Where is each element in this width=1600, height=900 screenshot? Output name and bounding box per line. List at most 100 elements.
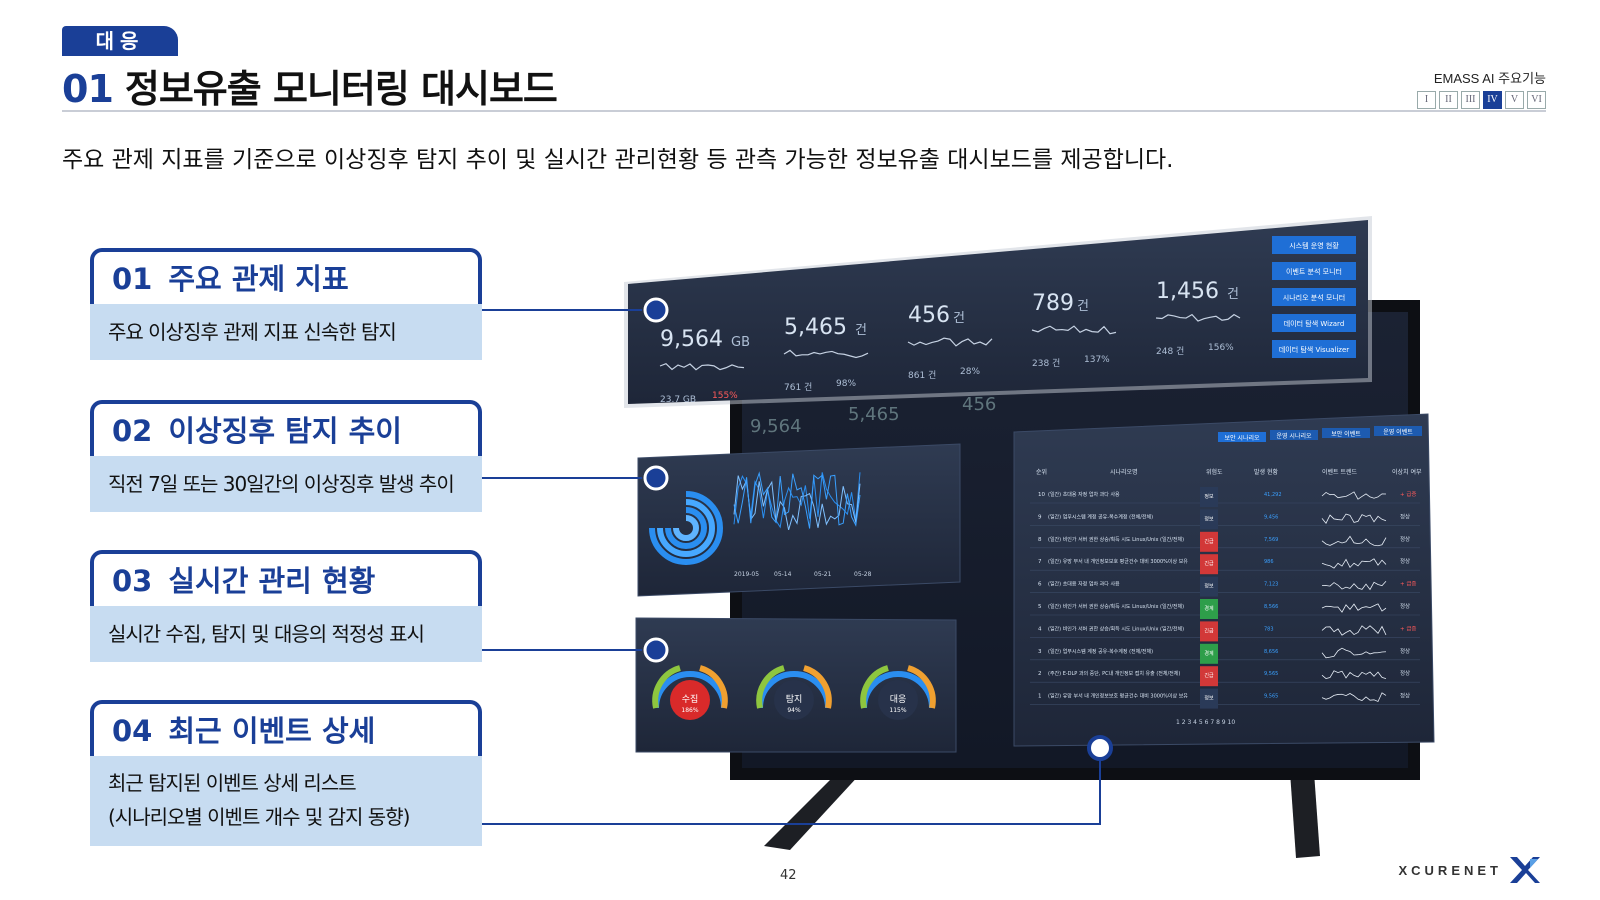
feature-card-title: 최근 이벤트 상세 bbox=[168, 714, 376, 748]
connector-dot-4 bbox=[1087, 735, 1113, 761]
table-cell-level-badge bbox=[1200, 576, 1218, 597]
connector-dot-3 bbox=[643, 637, 669, 663]
table-cell-count: 7,569 bbox=[1264, 537, 1278, 543]
trend-line bbox=[733, 475, 861, 531]
trend-date-label: 2019-05 bbox=[734, 571, 759, 578]
feature-card-body: 직전 7일 또는 30일간의 이상징후 발생 추이 bbox=[90, 456, 482, 512]
table-pagination: 1 2 3 4 5 6 7 8 9 10 bbox=[1176, 719, 1235, 726]
table-cell-trend bbox=[1321, 558, 1387, 569]
table-tab bbox=[1270, 430, 1318, 440]
connector-dot-2 bbox=[643, 465, 669, 491]
kpi-unit: GB bbox=[731, 335, 750, 350]
table-cell-count: 9,565 bbox=[1264, 694, 1278, 700]
trend-date-label: 05-21 bbox=[814, 571, 832, 578]
pager-item-2: II bbox=[1439, 91, 1458, 109]
table-tab-label: 운영 이벤트 bbox=[1383, 428, 1413, 436]
table-cell-name: (일간) 비인가 서버 권한 상승/획득 시도 Linux/Unix (일간/전… bbox=[1048, 625, 1184, 632]
ghost-kpi-2: 5,465 bbox=[848, 404, 900, 425]
dashboard-menu-button bbox=[1272, 236, 1356, 254]
table-cell-rank: 8 bbox=[1038, 537, 1042, 543]
kpi-sparkline bbox=[659, 363, 745, 371]
feature-card-body: 실시간 수집, 탐지 및 대응의 적정성 표시 bbox=[90, 606, 482, 662]
donut-ring bbox=[657, 499, 715, 557]
feature-card-title: 이상징후 탐지 추이 bbox=[168, 414, 402, 448]
table-cell-rank: 9 bbox=[1038, 514, 1042, 520]
table-cell-rank: 7 bbox=[1038, 559, 1042, 565]
gauge-value: 115% bbox=[889, 707, 906, 714]
table-cell-name: (일간) 초대용 자정 업차 과다 사용 bbox=[1048, 581, 1120, 588]
table-cell-flag: 정상 bbox=[1400, 557, 1410, 565]
kpi-sub-value: 238 건 bbox=[1032, 358, 1060, 369]
gauge-arc-green bbox=[652, 665, 681, 709]
table-cell-name: (일간) 초대용 자정 업차 과다 사용 bbox=[1048, 491, 1120, 498]
gauge-label: 대응 bbox=[890, 694, 907, 705]
pager-item-4: IV bbox=[1483, 91, 1502, 109]
page-number: 42 bbox=[780, 868, 797, 883]
gauge-arc-orange bbox=[907, 665, 936, 709]
kpi-sub-rate: 98% bbox=[836, 379, 856, 389]
kpi-unit: 건 bbox=[953, 311, 965, 326]
gauge-arc bbox=[861, 671, 935, 709]
table-cell-level: 정보 bbox=[1204, 515, 1214, 522]
table-cell-flag: + 급증 bbox=[1400, 491, 1416, 498]
dashboard-menu-label: 이벤트 분석 모니터 bbox=[1286, 267, 1342, 276]
table-cell-name: (일간) 업무시스템 계정 공유-복수계정 (전체/전체) bbox=[1048, 648, 1153, 655]
table-cell-count: 783 bbox=[1264, 626, 1274, 632]
table-cell-rank: 3 bbox=[1038, 649, 1042, 655]
tv-screen-content: 9,564 5,465 456 bbox=[750, 394, 996, 437]
kpi-sparkline bbox=[1031, 325, 1117, 335]
table-tab-label: 운영 시나리오 bbox=[1276, 432, 1312, 440]
gauge-arc bbox=[757, 671, 831, 709]
feature-card-number: 03 bbox=[112, 564, 153, 598]
table-tab bbox=[1374, 426, 1422, 436]
gauge-center bbox=[670, 680, 710, 720]
feature-card-number: 01 bbox=[112, 262, 153, 296]
table-header-cell: 발생 현황 bbox=[1254, 468, 1278, 476]
table-cell-count: 7,123 bbox=[1264, 582, 1278, 588]
table-cell-flag: 정상 bbox=[1400, 535, 1410, 543]
table-tab bbox=[1322, 428, 1370, 438]
connector-lines bbox=[482, 309, 1101, 825]
table-tab-label: 보안 이벤트 bbox=[1331, 430, 1361, 438]
feature-card-2: 02 이상징후 탐지 추이 직전 7일 또는 30일간의 이상징후 발생 추이 bbox=[90, 400, 482, 512]
feature-card-desc: 최근 탐지된 이벤트 상세 리스트 bbox=[108, 771, 357, 795]
gauge-center bbox=[774, 680, 814, 720]
kpi-sub-value: 248 건 bbox=[1156, 346, 1184, 357]
table-cell-level: 정보 bbox=[1204, 493, 1214, 500]
dashboard-menu-button bbox=[1272, 288, 1356, 306]
table-tab bbox=[1218, 432, 1266, 442]
table-cell-level-badge bbox=[1200, 509, 1218, 530]
trend-line bbox=[733, 472, 861, 529]
kpi-sub-rate: 156% bbox=[1208, 343, 1234, 353]
table-cell-trend bbox=[1321, 513, 1387, 524]
feature-card-desc-2: (시나리오별 이벤트 개수 및 감지 동향) bbox=[108, 805, 410, 829]
table-cell-flag: 정상 bbox=[1400, 692, 1410, 700]
title-divider bbox=[62, 110, 1546, 112]
table-cell-level: 경계 bbox=[1204, 650, 1214, 657]
connector-dot-1 bbox=[643, 297, 669, 323]
table-cell-level: 긴급 bbox=[1204, 627, 1214, 634]
table-cell-level-badge bbox=[1200, 643, 1218, 664]
donut-ring bbox=[665, 507, 707, 549]
kpi-value: 789 bbox=[1032, 291, 1074, 316]
feature-card-number: 02 bbox=[112, 414, 153, 448]
kpi-sparkline bbox=[907, 337, 993, 347]
kpi-unit: 건 bbox=[1227, 287, 1239, 302]
gauge-label: 수집 bbox=[682, 693, 699, 705]
page-title-number: 01 bbox=[62, 67, 114, 111]
connector-dots bbox=[643, 297, 1113, 761]
kpi-unit: 건 bbox=[1077, 299, 1089, 314]
gauge-value: 186% bbox=[681, 707, 698, 714]
donut-ring bbox=[673, 515, 699, 541]
gauge-center bbox=[878, 680, 918, 720]
logo-wordmark: XCURENET bbox=[1398, 862, 1502, 878]
page-subtitle: 주요 관제 지표를 기준으로 이상징후 탐지 추이 및 실시간 관리현황 등 관… bbox=[62, 147, 1174, 173]
table-cell-level: 긴급 bbox=[1204, 538, 1214, 545]
gauge-arc bbox=[653, 671, 727, 709]
